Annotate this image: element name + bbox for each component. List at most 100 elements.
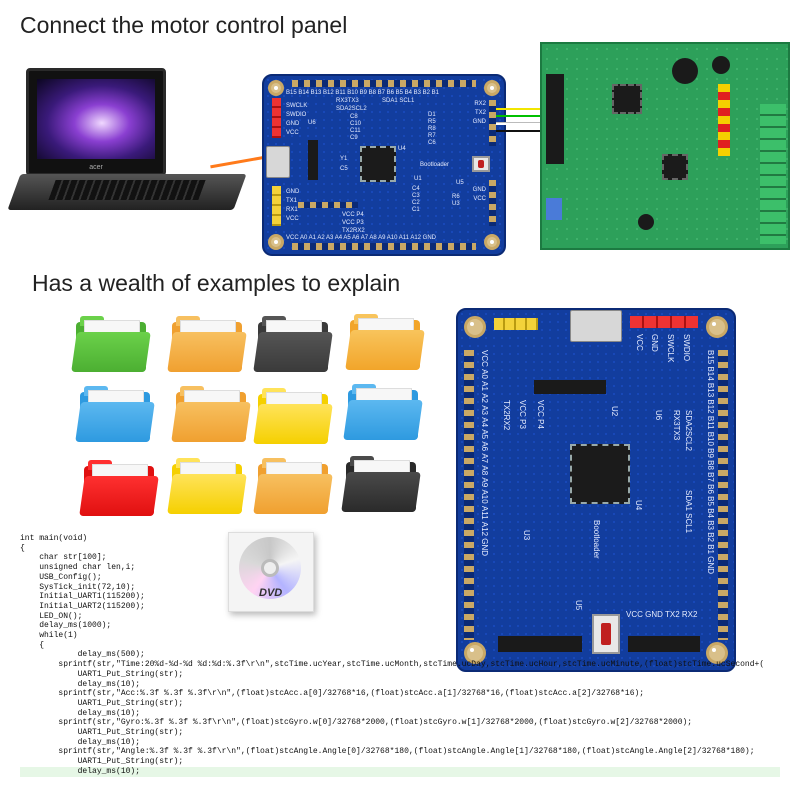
- code-line: char str[100];: [20, 553, 107, 563]
- dvd-label: DVD: [259, 587, 283, 599]
- swd-header-red: [630, 316, 698, 328]
- silk-label: RX1: [286, 207, 298, 213]
- driver-chip-2: [662, 154, 688, 180]
- silk-label: C11: [350, 128, 361, 134]
- silk-c5: C5: [340, 166, 348, 172]
- silk-label: GND: [472, 187, 486, 193]
- silk-right-2: GND VCC: [473, 186, 486, 204]
- code-line: delay_ms(1000);: [20, 621, 112, 631]
- code-line: UART1_Put_String(str);: [20, 669, 184, 679]
- silk-label: A6: [480, 441, 489, 452]
- silk-label: U3: [452, 201, 460, 207]
- folder-front: [253, 474, 333, 514]
- pin-header-right: [489, 100, 496, 146]
- silk-label: A1: [480, 381, 489, 391]
- folder-front: [345, 330, 425, 370]
- silk-u4: U4: [398, 146, 406, 152]
- silk-rx3tx3: RX3TX3: [336, 98, 359, 104]
- silk-u3: U3: [522, 530, 531, 541]
- silk-label: A4: [480, 417, 489, 428]
- silk-label: GND: [645, 610, 663, 619]
- driver-chip: [612, 84, 642, 114]
- silk-label: A0: [480, 369, 489, 379]
- buzzer: [638, 214, 654, 230]
- silk-label: D1: [428, 112, 436, 118]
- silk-vccp3: VCC P3: [518, 400, 527, 429]
- silk-r6u3: R6 U3: [452, 194, 460, 208]
- code-line: sprintf(str,"Gyro:%.3f %.3f %.3f\r\n",(f…: [20, 718, 693, 728]
- silk-label: GND: [286, 189, 300, 195]
- pin-header-p4: [298, 202, 358, 208]
- silk-label: VCC: [626, 610, 643, 619]
- silk-u6: U6: [654, 410, 663, 421]
- bootloader-button[interactable]: [592, 614, 620, 654]
- bootloader-button[interactable]: [472, 156, 490, 172]
- laptop-keyboard: [48, 180, 206, 200]
- folder-front: [167, 332, 247, 372]
- wire-white: [496, 122, 546, 125]
- code-line: UART1_Put_String(str);: [20, 757, 184, 767]
- code-line: unsigned char len,i;: [20, 563, 136, 573]
- uart-header-yellow: [272, 186, 281, 226]
- code-line: {: [20, 543, 25, 553]
- dip-switch[interactable]: [546, 198, 562, 220]
- silk-uart1: GND TX1 RX1 VCC: [286, 188, 299, 224]
- silk-label: A8: [480, 465, 489, 476]
- silk-label: VCC: [480, 350, 489, 367]
- laptop-image: acer: [7, 62, 247, 212]
- disc-hub: [261, 559, 279, 577]
- pin-header-top: [292, 80, 476, 87]
- silk-label: A5: [480, 429, 489, 440]
- folder-front: [71, 332, 151, 372]
- code-listing: int main(void){ char str[100]; unsigned …: [20, 534, 780, 796]
- folder-front: [167, 474, 247, 514]
- silk-sda2scl2: SDA2SCL2: [336, 106, 367, 112]
- mount-hole: [484, 234, 500, 250]
- code-line: delay_ms(10);: [20, 679, 141, 689]
- heading-connect: Connect the motor control panel: [20, 12, 348, 38]
- pin-header-bottom: [292, 243, 476, 250]
- silk-label: A12: [480, 521, 489, 537]
- connector-header: [546, 74, 564, 164]
- folder-front: [343, 400, 423, 440]
- mount-hole: [268, 80, 284, 96]
- folder-front: [253, 332, 333, 372]
- silk-sda1scl1: SDA1 SCL1: [382, 98, 415, 104]
- silk-vccp3: VCC P3: [342, 220, 364, 226]
- silk-label: A11: [480, 505, 489, 520]
- capacitor: [672, 58, 698, 84]
- silk-u6: U6: [308, 120, 316, 126]
- silk-label: GND: [480, 538, 489, 557]
- motor-control-board: [540, 42, 790, 250]
- dvd-case: DVD: [228, 532, 314, 612]
- silk-label: GND: [472, 119, 486, 125]
- silk-swd: SWCLK SWDIO GND VCC: [286, 102, 307, 138]
- mount-hole: [484, 80, 500, 96]
- code-line: Initial_UART1(115200);: [20, 592, 145, 602]
- code-line: UART1_Put_String(str);: [20, 698, 184, 708]
- code-line: Initial_UART2(115200);: [20, 601, 145, 611]
- silk-label: C2: [412, 200, 420, 206]
- folder-front: [341, 472, 421, 512]
- header-bottom-left: [498, 636, 582, 652]
- laptop-brand: acer: [89, 164, 103, 171]
- silk-u2: U2: [610, 406, 619, 417]
- mcu-chip: [360, 146, 396, 182]
- laptop-screen: acer: [26, 68, 166, 176]
- folder-front: [253, 404, 333, 444]
- folder-icon: [171, 386, 251, 442]
- silk-label: A10: [480, 489, 489, 504]
- silk-sda2scl2: SDA2SCL2: [684, 410, 693, 451]
- code-line: USB_Config();: [20, 572, 102, 582]
- silk-label: GND: [286, 121, 300, 127]
- code-line: UART1_Put_String(str);: [20, 728, 184, 738]
- silk-label: TX2: [664, 610, 680, 619]
- heading-examples: Has a wealth of examples to explain: [32, 270, 401, 296]
- code-line: while(1): [20, 631, 78, 641]
- indicator-header: [718, 84, 730, 156]
- silk-tx2rx2: TX2RX2: [342, 228, 365, 234]
- folder-front: [171, 402, 251, 442]
- silk-top-labels: VCC: [634, 334, 644, 351]
- folder-icon: [167, 316, 247, 372]
- controller-board-small: B15 B14 B13 B12 B11 B10 B9 B8 B7 B6 B5 B…: [262, 74, 506, 256]
